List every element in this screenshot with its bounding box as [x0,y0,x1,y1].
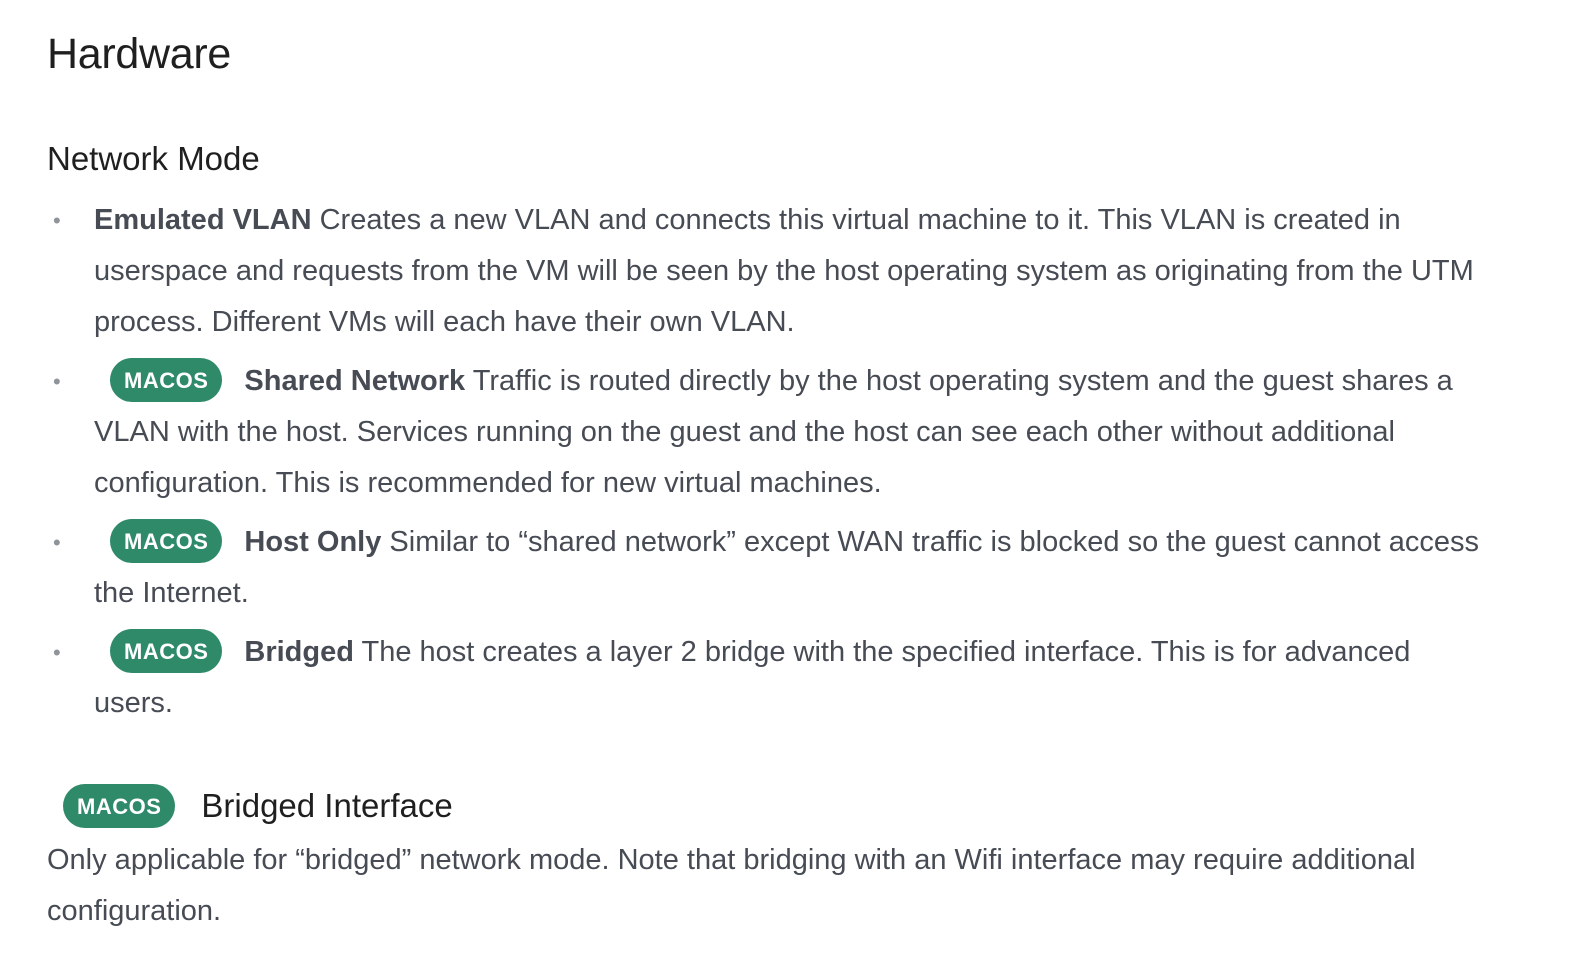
description-host-only: Similar to “shared network” except WAN t… [94,526,1480,609]
macos-badge: MACOS [63,784,176,828]
description-bridged: The host creates a layer 2 bridge with t… [94,636,1411,719]
bridged-interface-section: MACOS Bridged Interface Only applicable … [47,781,1580,937]
bullet-icon: • [53,369,61,394]
network-mode-heading: Network Mode [47,140,260,177]
macos-badge: MACOS [110,519,223,563]
bullet-icon: • [53,640,61,665]
term-shared-network: Shared Network [244,365,466,397]
list-item-shared-network: • MACOS Shared Network Traffic is routed … [47,356,1497,509]
macos-badge: MACOS [110,629,223,673]
list-item-emulated-vlan: • Emulated VLAN Creates a new VLAN and c… [47,195,1497,348]
term-bridged: Bridged [244,636,354,668]
list-item-bridged: • MACOS Bridged The host creates a layer … [47,627,1497,729]
macos-badge: MACOS [110,358,223,402]
description-shared-network: Traffic is routed directly by the host o… [94,365,1453,499]
term-emulated-vlan: Emulated VLAN [94,204,312,236]
bridged-interface-header: MACOS Bridged Interface [47,781,1580,831]
term-host-only: Host Only [244,526,382,558]
list-item-host-only: • MACOS Host Only Similar to “shared netw… [47,517,1497,619]
bridged-interface-description: Only applicable for “bridged” network mo… [47,844,1416,927]
network-mode-list: • Emulated VLAN Creates a new VLAN and c… [47,195,1497,729]
bullet-icon: • [53,208,61,233]
page-title: Hardware [47,30,232,78]
bridged-interface-heading: Bridged Interface [201,787,453,824]
bullet-icon: • [53,530,61,555]
description-emulated-vlan: Creates a new VLAN and connects this vir… [94,204,1474,338]
